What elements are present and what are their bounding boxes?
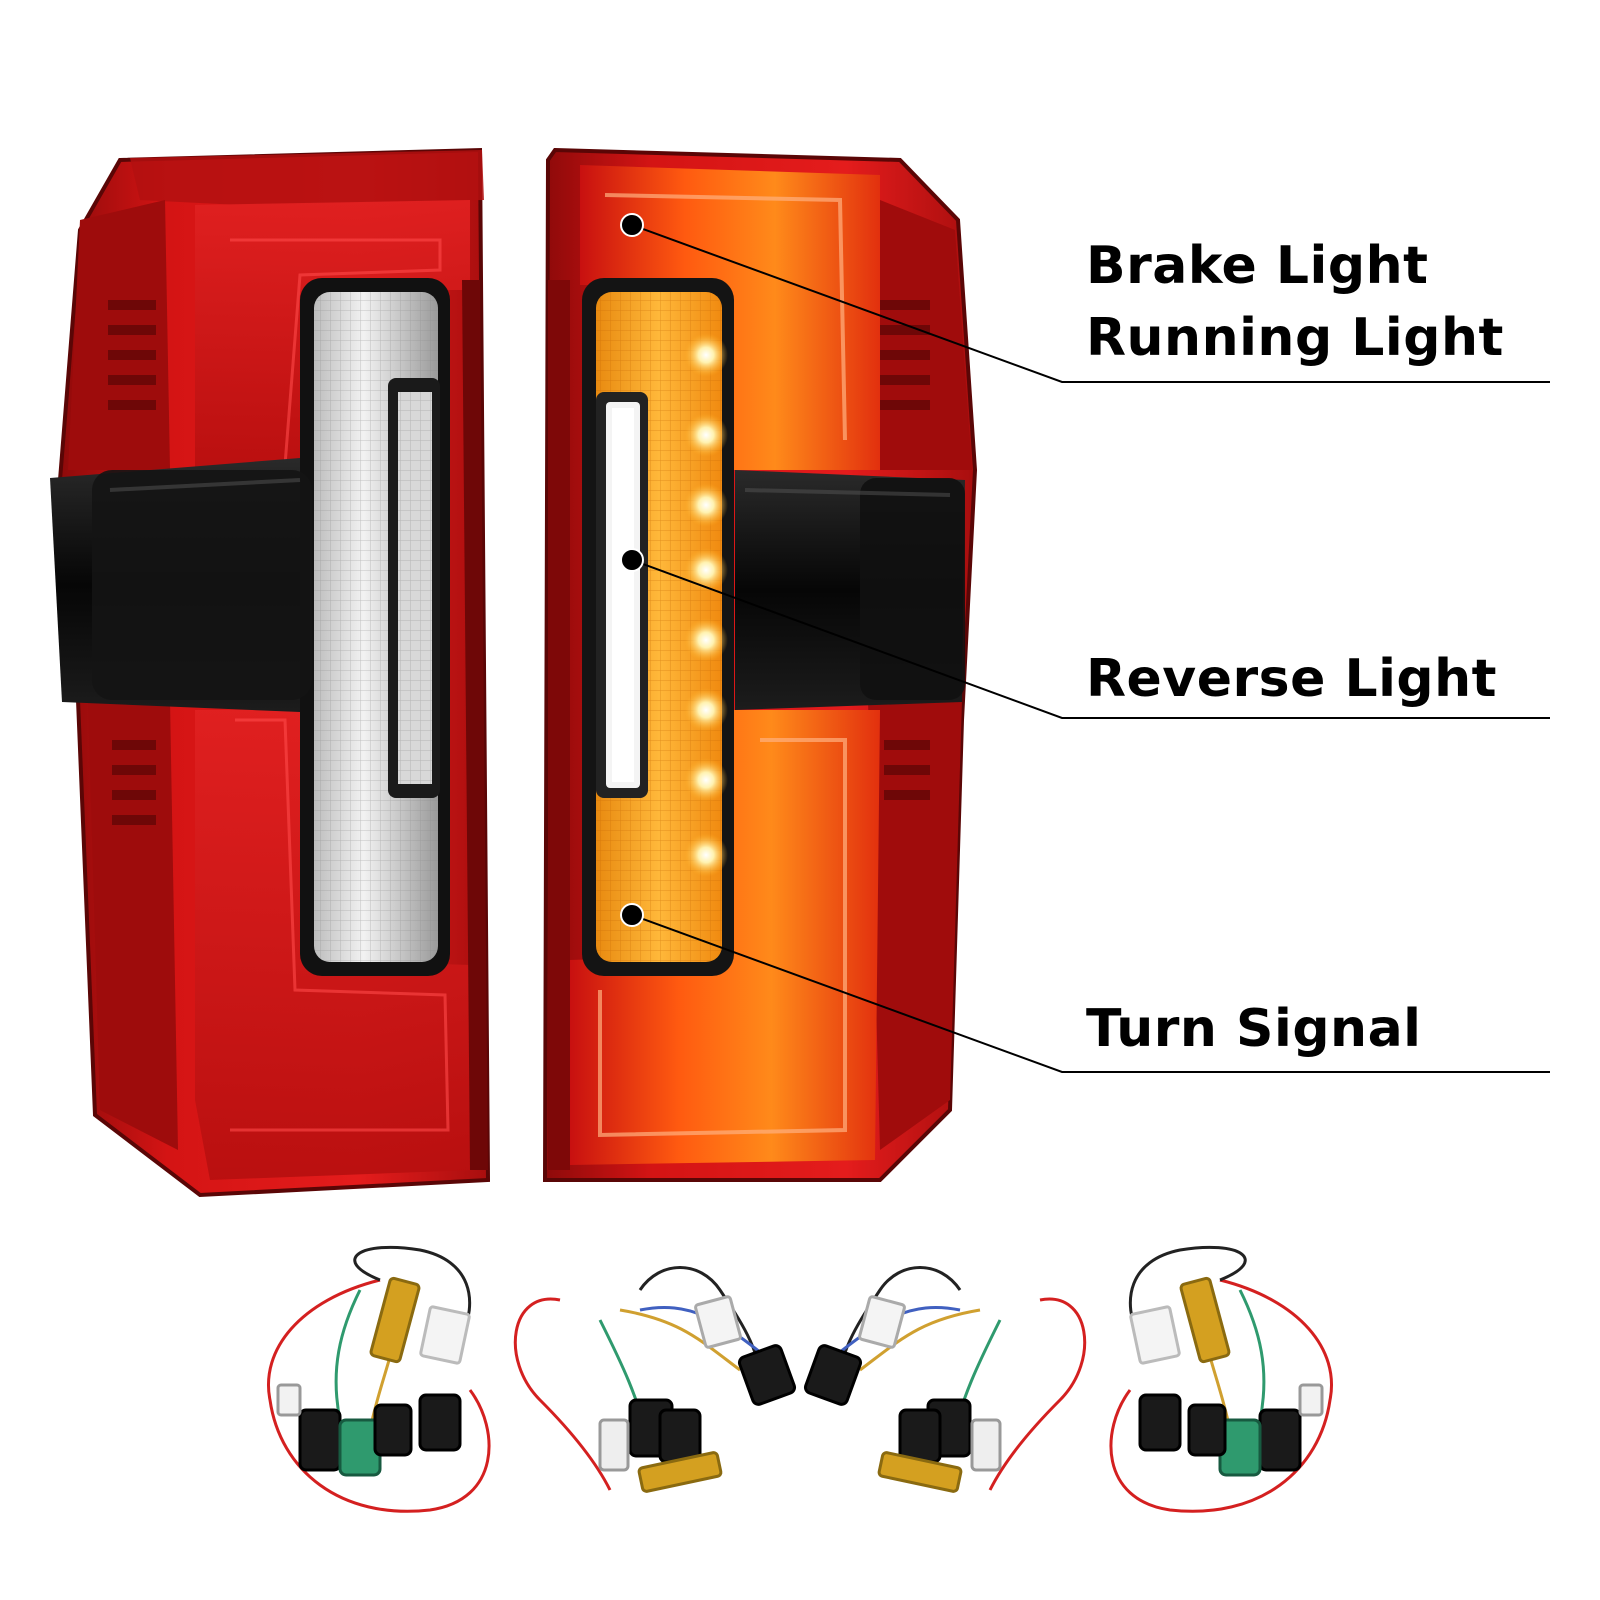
turn-signal-label: Turn Signal <box>1086 999 1422 1059</box>
callout-dots <box>620 213 644 927</box>
reverse-callout-leader <box>631 559 1550 719</box>
brake-callout-leader <box>631 224 1550 383</box>
wiring-harness-3 <box>803 1266 1087 1493</box>
callout-lines <box>631 224 1550 1073</box>
running-light-label: Running Light <box>1086 308 1504 368</box>
turn-signal-dot <box>620 903 644 927</box>
wiring-harness-2 <box>513 1266 797 1493</box>
amber-led-row <box>684 333 728 877</box>
wiring-harness-4 <box>1109 1245 1333 1513</box>
brake-light-dot <box>620 213 644 237</box>
reverse-light-dot <box>620 548 644 572</box>
turn-callout-leader <box>631 914 1550 1073</box>
reverse-light-label: Reverse Light <box>1086 649 1497 709</box>
wiring-harness-1 <box>267 1245 491 1513</box>
right-tail-light <box>542 147 978 1182</box>
left-tail-light <box>50 147 491 1198</box>
brake-light-label: Brake Light <box>1086 236 1429 296</box>
